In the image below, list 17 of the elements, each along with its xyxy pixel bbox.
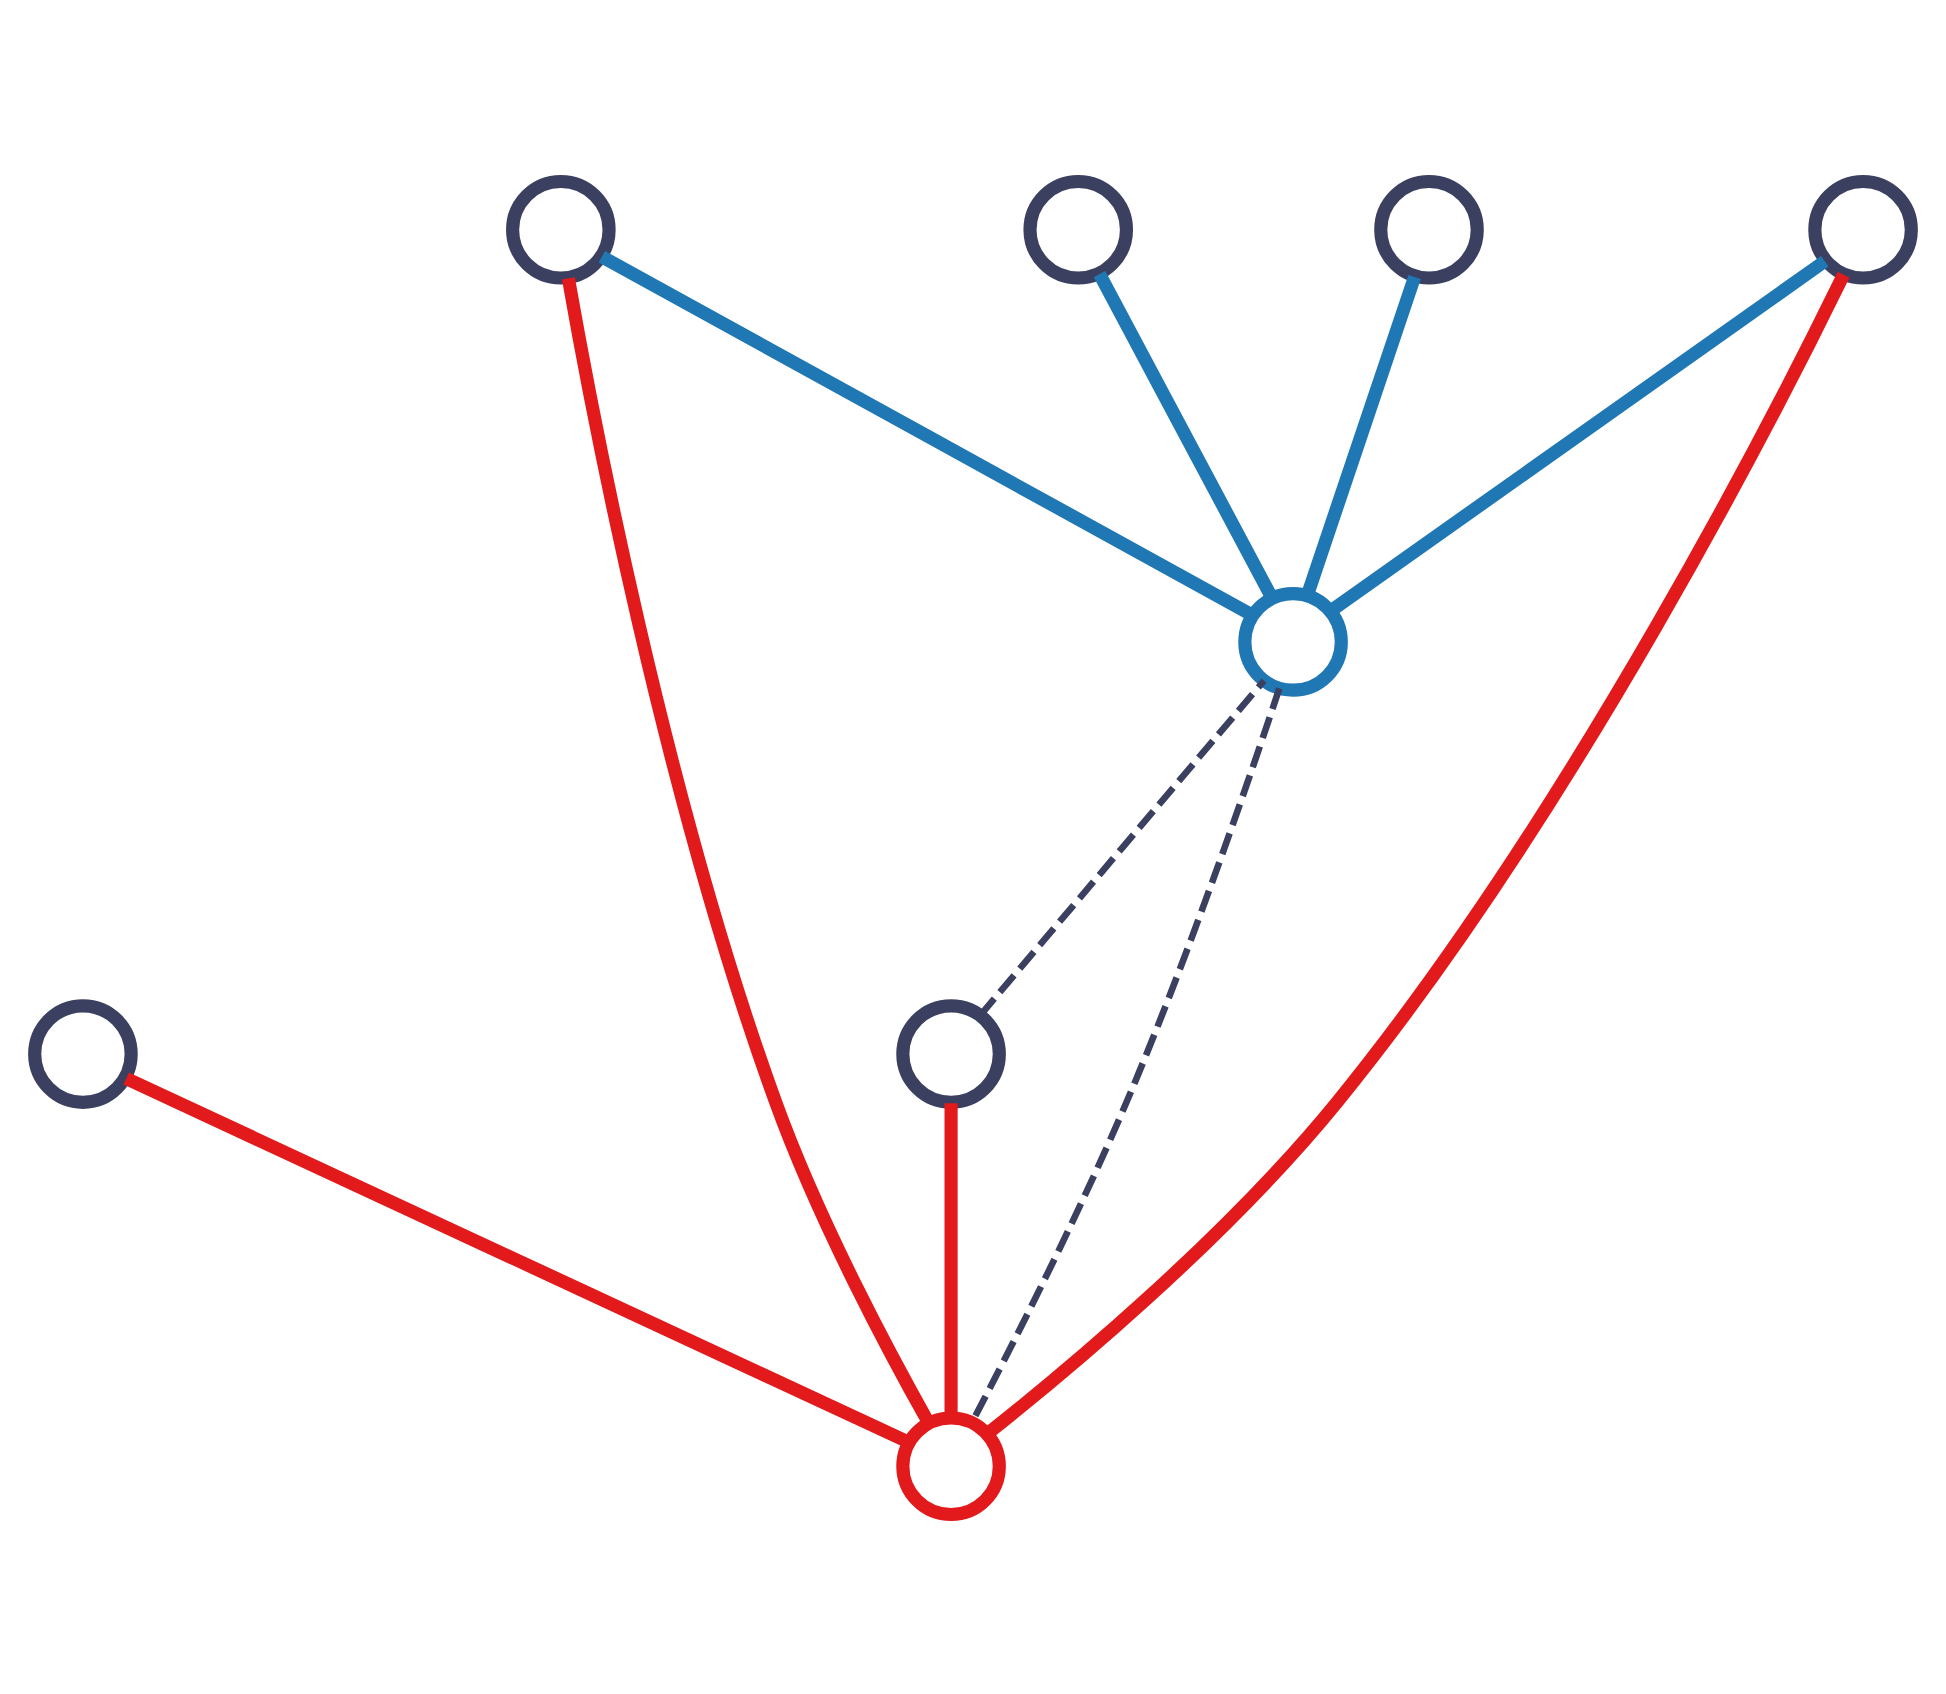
node-circle — [1238, 586, 1348, 696]
connector — [123, 1071, 911, 1447]
connector — [561, 276, 935, 1426]
node-circle — [1023, 173, 1134, 284]
node-circle — [28, 998, 138, 1108]
connector — [944, 1102, 958, 1417]
node-circle — [1808, 173, 1918, 284]
connector — [1301, 273, 1421, 596]
connector — [1093, 270, 1278, 600]
connector — [983, 270, 1850, 1439]
node-circle — [506, 173, 616, 284]
connector — [1326, 254, 1829, 616]
node-circle — [896, 1410, 1006, 1521]
connector — [977, 677, 1267, 1017]
node-circle — [1374, 173, 1484, 284]
connector — [598, 249, 1255, 620]
node-circle — [896, 998, 1006, 1108]
